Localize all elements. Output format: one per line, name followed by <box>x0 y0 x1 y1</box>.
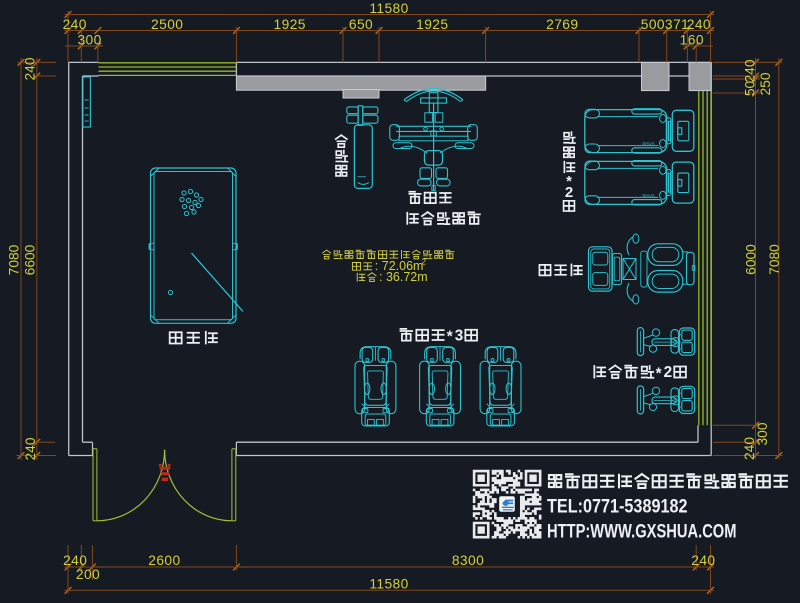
svg-text:: 36.72m: : 36.72m <box>379 270 428 284</box>
svg-text:6600: 6600 <box>23 244 38 275</box>
svg-text:2: 2 <box>565 184 573 201</box>
svg-text:3: 3 <box>455 327 464 344</box>
svg-text:2: 2 <box>422 258 427 267</box>
svg-text:300: 300 <box>755 422 770 445</box>
svg-text:240: 240 <box>23 437 38 460</box>
svg-text:300: 300 <box>77 33 101 48</box>
svg-text:200: 200 <box>76 567 100 582</box>
svg-text:SHUA: SHUA <box>642 141 655 146</box>
svg-text:2: 2 <box>664 364 673 381</box>
svg-text:160: 160 <box>680 33 704 48</box>
svg-text:371: 371 <box>665 17 689 32</box>
svg-text:6000: 6000 <box>744 244 759 275</box>
svg-text:1925: 1925 <box>416 17 448 32</box>
svg-text:250: 250 <box>758 72 773 95</box>
svg-text:240: 240 <box>63 17 87 32</box>
svg-text:SHUA: SHUA <box>642 193 655 198</box>
svg-text:240: 240 <box>63 553 87 568</box>
svg-text:HTTP:WWW.GXSHUA.COM: HTTP:WWW.GXSHUA.COM <box>547 522 737 543</box>
svg-text:240: 240 <box>23 57 38 80</box>
svg-text:650: 650 <box>349 17 373 32</box>
svg-text:TEL:0771-5389182: TEL:0771-5389182 <box>547 497 688 518</box>
svg-text:240: 240 <box>743 59 758 82</box>
svg-text:7080: 7080 <box>767 244 782 275</box>
svg-text:240: 240 <box>742 437 757 460</box>
svg-text:2600: 2600 <box>148 553 180 568</box>
svg-text:*: * <box>566 173 572 190</box>
svg-text:50: 50 <box>743 81 758 97</box>
svg-text:*: * <box>447 329 453 346</box>
svg-text:2500: 2500 <box>151 17 183 32</box>
svg-text:500: 500 <box>641 17 665 32</box>
svg-text:11580: 11580 <box>369 1 408 16</box>
svg-text:2769: 2769 <box>546 17 578 32</box>
svg-text:240: 240 <box>691 553 715 568</box>
svg-text:7080: 7080 <box>7 244 22 275</box>
svg-text:1925: 1925 <box>274 17 306 32</box>
svg-text:240: 240 <box>687 17 711 32</box>
svg-text:8300: 8300 <box>452 553 484 568</box>
svg-text:11580: 11580 <box>369 577 408 592</box>
svg-text:*: * <box>656 365 662 382</box>
svg-text:: 72.06m: : 72.06m <box>375 259 424 273</box>
